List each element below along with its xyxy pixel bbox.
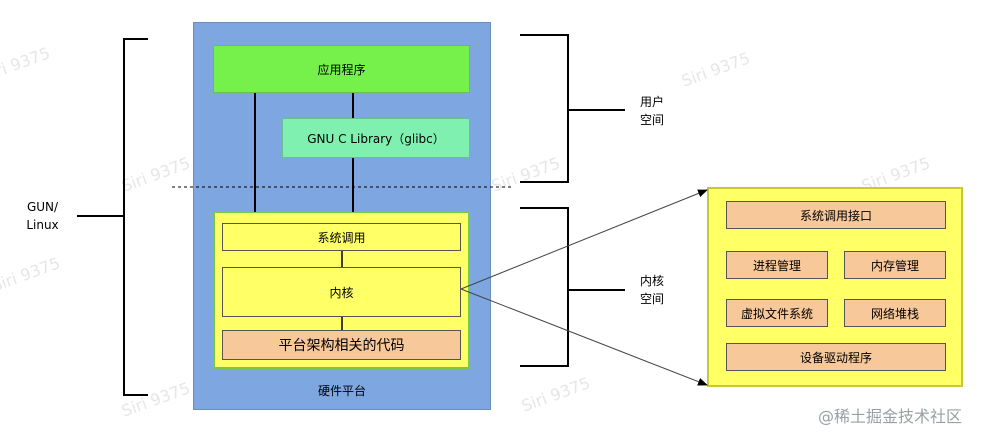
- glibc-label: GNU C Library（glibc）: [307, 131, 445, 146]
- left-bracket: [123, 38, 148, 396]
- footer-credit: @稀土掘金技术社区: [818, 407, 963, 426]
- gnu-linux-label-line1: GUN/: [26, 200, 59, 214]
- user-space-label: 用户 空间: [632, 93, 672, 129]
- user-space-label-line2: 空间: [639, 113, 664, 127]
- arch-code-box: 平台架构相关的代码: [222, 330, 461, 360]
- syscall-label: 系统调用: [317, 230, 366, 245]
- arch-code-label: 平台架构相关的代码: [278, 338, 405, 354]
- kernel-box: 内核: [222, 267, 461, 317]
- syscall-box: 系统调用: [222, 223, 461, 251]
- zoom-arrow-top: [460, 189, 708, 290]
- process-mgmt-box: 进程管理: [726, 251, 828, 279]
- drivers-label: 设备驱动程序: [799, 350, 872, 365]
- syscall-interface-box: 系统调用接口: [726, 201, 946, 229]
- gnu-linux-label-line2: Linux: [26, 218, 59, 232]
- application-box: 应用程序: [213, 45, 470, 93]
- kernel-space-bracket: [520, 207, 569, 367]
- net-stack-label: 网络堆栈: [870, 306, 919, 321]
- user-space-label-line1: 用户: [639, 95, 664, 109]
- kernel-space-label: 内核 空间: [632, 272, 672, 308]
- syscall-interface-label: 系统调用接口: [799, 208, 872, 223]
- vfs-box: 虚拟文件系统: [726, 299, 828, 327]
- process-mgmt-label: 进程管理: [752, 258, 801, 273]
- glibc-box: GNU C Library（glibc）: [282, 118, 470, 158]
- application-label: 应用程序: [317, 62, 366, 77]
- net-stack-box: 网络堆栈: [844, 299, 946, 327]
- kernel-label: 内核: [329, 285, 354, 300]
- drivers-box: 设备驱动程序: [726, 343, 946, 371]
- memory-mgmt-label: 内存管理: [870, 258, 919, 273]
- kernel-space-label-line1: 内核: [639, 274, 664, 288]
- vfs-label: 虚拟文件系统: [740, 306, 813, 321]
- hardware-label: 硬件平台: [317, 384, 366, 398]
- gnu-linux-label: GUN/ Linux: [15, 198, 70, 234]
- user-space-bracket: [520, 34, 569, 183]
- memory-mgmt-box: 内存管理: [844, 251, 946, 279]
- kernel-space-label-line2: 空间: [639, 292, 664, 306]
- zoom-arrow-bottom: [460, 288, 708, 386]
